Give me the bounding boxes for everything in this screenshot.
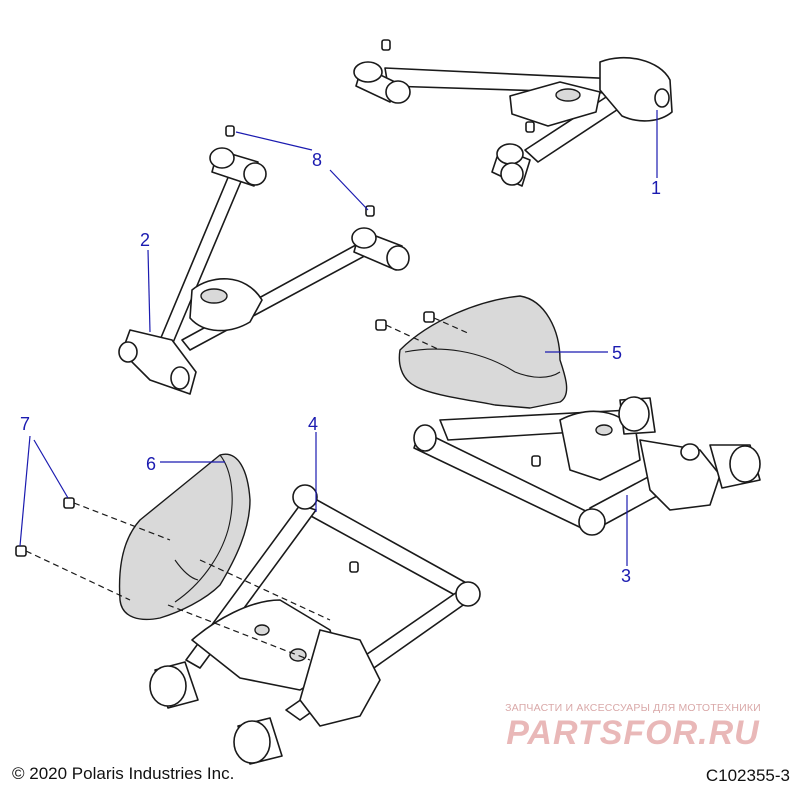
callout-5: 5 xyxy=(612,343,622,363)
callout-1: 1 xyxy=(651,178,661,198)
watermark: ЗАПЧАСТИ И АКСЕССУАРЫ ДЛЯ МОТОТЕХНИКИ PA… xyxy=(478,702,788,753)
part-3-lower-a-arm xyxy=(413,396,761,566)
callout-3: 3 xyxy=(621,566,631,586)
callout-7: 7 xyxy=(20,414,30,434)
copyright-text: © 2020 Polaris Industries Inc. xyxy=(12,764,235,783)
figure-id: C102355-3 xyxy=(705,766,790,785)
callout-4: 4 xyxy=(308,414,318,434)
part-6-guard xyxy=(118,453,251,621)
callout-6: 6 xyxy=(146,454,156,474)
callout-8: 8 xyxy=(312,150,322,170)
watermark-tagline: ЗАПЧАСТИ И АКСЕССУАРЫ ДЛЯ МОТОТЕХНИКИ xyxy=(505,702,761,714)
part-1-upper-a-arm xyxy=(353,39,673,187)
part-7-bolts xyxy=(15,435,331,661)
part-2-upper-a-arm xyxy=(118,125,410,395)
part-5-guard xyxy=(375,295,608,409)
part-4-lower-a-arm xyxy=(149,432,481,765)
callout-2: 2 xyxy=(140,230,150,250)
watermark-brand: PARTSFOR.RU xyxy=(506,714,760,752)
